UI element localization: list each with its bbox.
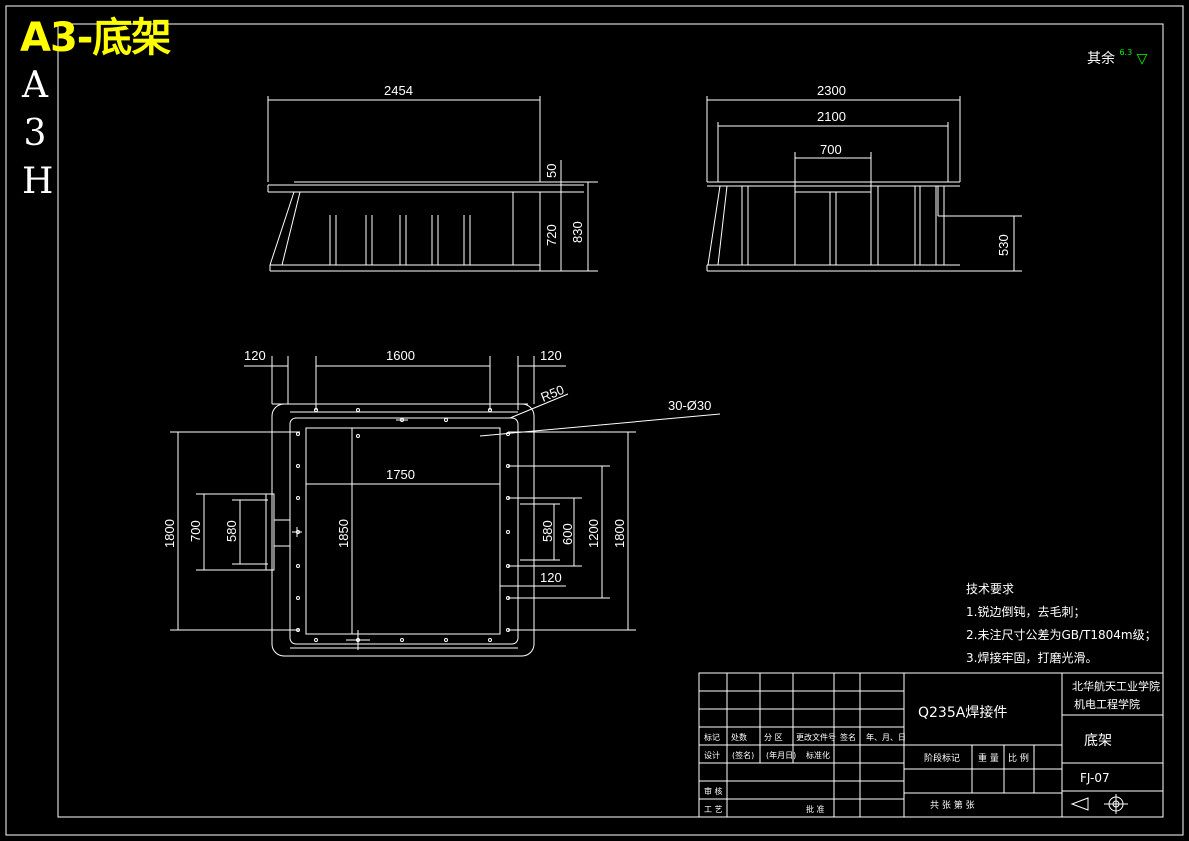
sheet-size-letter: A	[22, 65, 48, 106]
front-view	[267, 96, 598, 272]
front-dim-total: 830	[570, 221, 585, 243]
outer-border	[5, 5, 1184, 836]
title-row1-label-0: 标记	[704, 732, 720, 742]
title-row1-label-4: 签名	[840, 732, 856, 742]
title-row2-label-2: (年月日)	[766, 750, 796, 760]
front-dim-body: 720	[544, 224, 559, 246]
plan-dim-right-1800: 1800	[612, 519, 627, 548]
plan-holes: 30-Ø30	[668, 398, 711, 413]
mounting-holes	[296, 408, 510, 642]
plan-dim-right-1200: 1200	[586, 519, 601, 548]
sheet-size-letter: H	[22, 161, 54, 202]
title-label-process: 工 艺	[704, 805, 723, 814]
plan-dim-right-600: 600	[560, 523, 575, 545]
title-row1-label-5: 年、月、日	[866, 732, 906, 742]
tech-item: 1.锐边倒钝，去毛刺；	[966, 605, 1086, 619]
title-drawing-no: FJ-07	[1080, 771, 1110, 785]
sheet-size-letter: 3	[23, 113, 47, 154]
plan-view	[170, 356, 721, 657]
title-school-line1: 北华航天工业学院	[1072, 679, 1160, 693]
title-row1-label-2: 分 区	[764, 733, 783, 742]
sheet-size-label: A 3 H	[22, 62, 54, 206]
tech-heading: 技术要求	[966, 582, 1015, 596]
side-dim-center: 700	[820, 142, 842, 157]
tech-item: 2.未注尺寸公差为GB/T1804m级；	[966, 628, 1157, 642]
roughness-label: 其余	[1087, 51, 1115, 67]
title-material: Q235A焊接件	[918, 704, 1007, 721]
projection-symbol-icon	[1070, 794, 1128, 814]
side-dim-overall: 2300	[817, 83, 846, 98]
technical-requirements: 技术要求 1.锐边倒钝，去毛刺； 2.未注尺寸公差为GB/T1804m级； 3.…	[966, 578, 1157, 670]
side-dim-height: 530	[996, 234, 1011, 256]
inner-border	[57, 23, 1164, 818]
title-row1-label-3: 更改文件号	[796, 732, 836, 742]
title-block	[698, 672, 1164, 818]
plan-dim-width: 1750	[386, 467, 415, 482]
plan-radius: R50	[539, 382, 567, 405]
title-row1-label-1: 处数	[731, 732, 747, 742]
title-part-name: 底架	[1084, 733, 1112, 749]
sheet-title-overlay: A3-底架	[20, 15, 171, 61]
roughness-note: 其余 6.3 ▽	[1087, 48, 1147, 68]
title-row2-label-1: (签名)	[732, 750, 754, 760]
side-view	[706, 96, 1022, 272]
plan-dim-span: 1600	[386, 348, 415, 363]
plan-dim-left-700: 700	[188, 520, 203, 542]
title-school-line2: 机电工程学院	[1074, 697, 1140, 711]
title-row2-label-0: 设计	[704, 750, 720, 760]
roughness-symbol-icon: ▽	[1136, 51, 1148, 67]
plan-dim-depth: 1850	[336, 519, 351, 548]
plan-dim-left-offset: 120	[244, 348, 266, 363]
title-label-weight: 重 量	[978, 752, 999, 764]
tech-item: 3.焊接牢固，打磨光滑。	[966, 651, 1098, 665]
title-label-sheets: 共 张 第 张	[930, 799, 975, 811]
roughness-value: 6.3	[1119, 48, 1133, 57]
plan-dim-left-580: 580	[224, 520, 239, 542]
plan-dim-right-120: 120	[540, 570, 562, 585]
plan-dim-right-580: 580	[540, 520, 555, 542]
title-label-approve: 批 准	[806, 804, 825, 814]
title-label-scale: 比 例	[1008, 752, 1029, 764]
side-dim-inner: 2100	[817, 109, 846, 124]
plan-dim-right-offset: 120	[540, 348, 562, 363]
front-dim-length: 2454	[384, 83, 413, 98]
title-label-stage: 阶段标记	[924, 752, 960, 764]
plan-dim-left-overall: 1800	[162, 519, 177, 548]
title-row2-label-3: 标准化	[806, 750, 830, 760]
title-label-review: 审 核	[704, 786, 723, 796]
front-dim-top: 50	[544, 164, 559, 178]
